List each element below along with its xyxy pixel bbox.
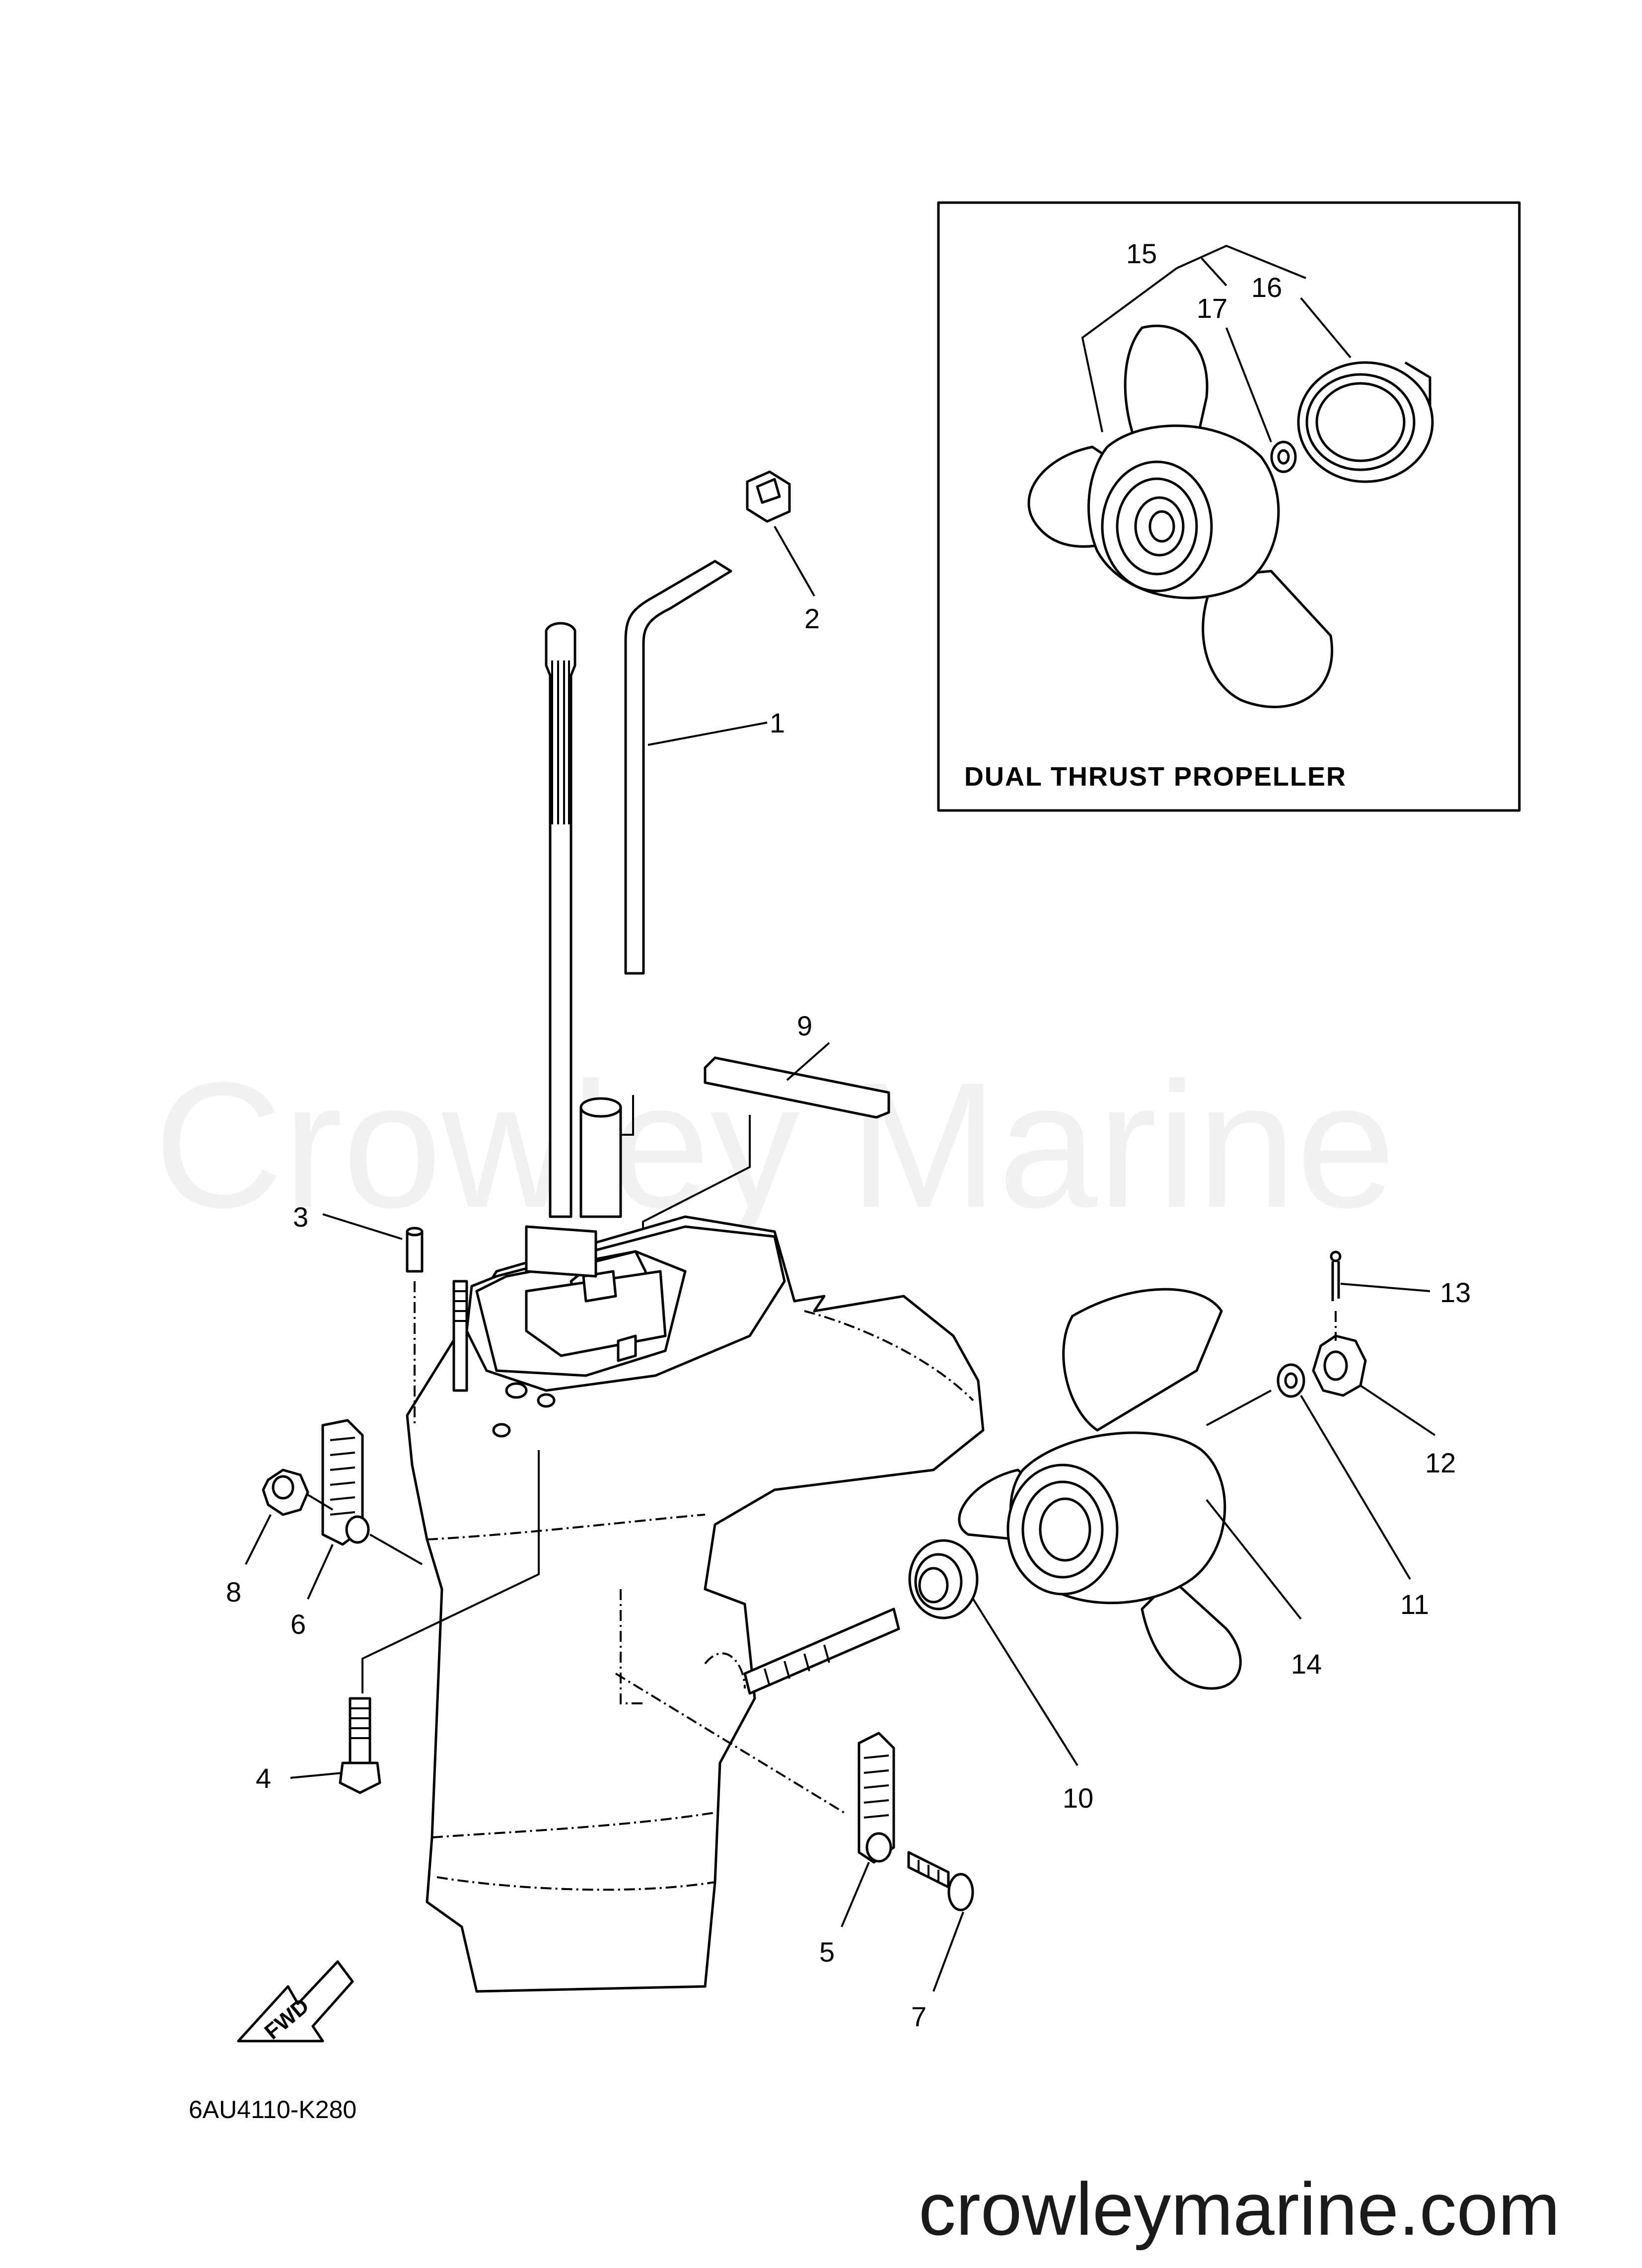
callout-6: 6 [290,1609,306,1640]
callout-4: 4 [256,1762,271,1794]
callout-3: 3 [293,1201,308,1233]
callout-15: 15 [1126,238,1157,269]
inset-propeller [1027,324,1333,708]
drive-shaft [545,622,576,1218]
anode-part-6 [321,1419,370,1546]
callout-8: 8 [226,1576,241,1608]
callout-13: 13 [1440,1277,1471,1308]
callout-14: 14 [1291,1648,1322,1680]
callout-10: 10 [1063,1782,1093,1814]
cotter-pin-part-13 [1330,1250,1342,1301]
inset-washer [1270,440,1297,473]
nut-part-8 [262,1468,309,1516]
spacer-part-10 [908,1539,979,1619]
callout-5: 5 [819,1936,835,1968]
fwd-arrow-icon: FWD [237,1960,354,2044]
shift-rod-part-1 [624,560,732,975]
trim-anode-part-5 [857,1732,895,1864]
callout-7: 7 [911,2001,927,2032]
inset-title: DUAL THRUST PROPELLER [964,762,1347,792]
grommet-part-2 [746,470,791,523]
diagram-code: 6AU4110-K280 [189,2096,357,2123]
propeller-part-14 [958,1288,1242,1690]
propeller-nut-part-12 [1312,1334,1367,1397]
propeller-shaft [743,1608,900,1695]
screw-part-7 [907,1851,974,1911]
callout-11: 11 [1400,1589,1429,1620]
callout-1: 1 [770,707,785,738]
callout-9: 9 [797,1010,812,1041]
lower-case-housing [406,1097,985,1993]
callout-17: 17 [1197,293,1227,324]
callout-16: 16 [1251,272,1282,303]
website-text: crowleymarine.com [919,2167,1560,2251]
callout-2: 2 [804,603,820,634]
inset-frame [937,201,1521,812]
inset-spacer-collar [1297,361,1434,483]
inset-dual-thrust-propeller: 15 16 17 DUAL THRUST PROPELLER [937,201,1521,812]
bolt-part-4 [339,1697,381,1794]
callout-12: 12 [1425,1447,1456,1478]
washer-part-11 [1277,1363,1305,1398]
dowel-pin-part-3 [406,1227,424,1273]
plate-part-9 [704,1056,890,1119]
